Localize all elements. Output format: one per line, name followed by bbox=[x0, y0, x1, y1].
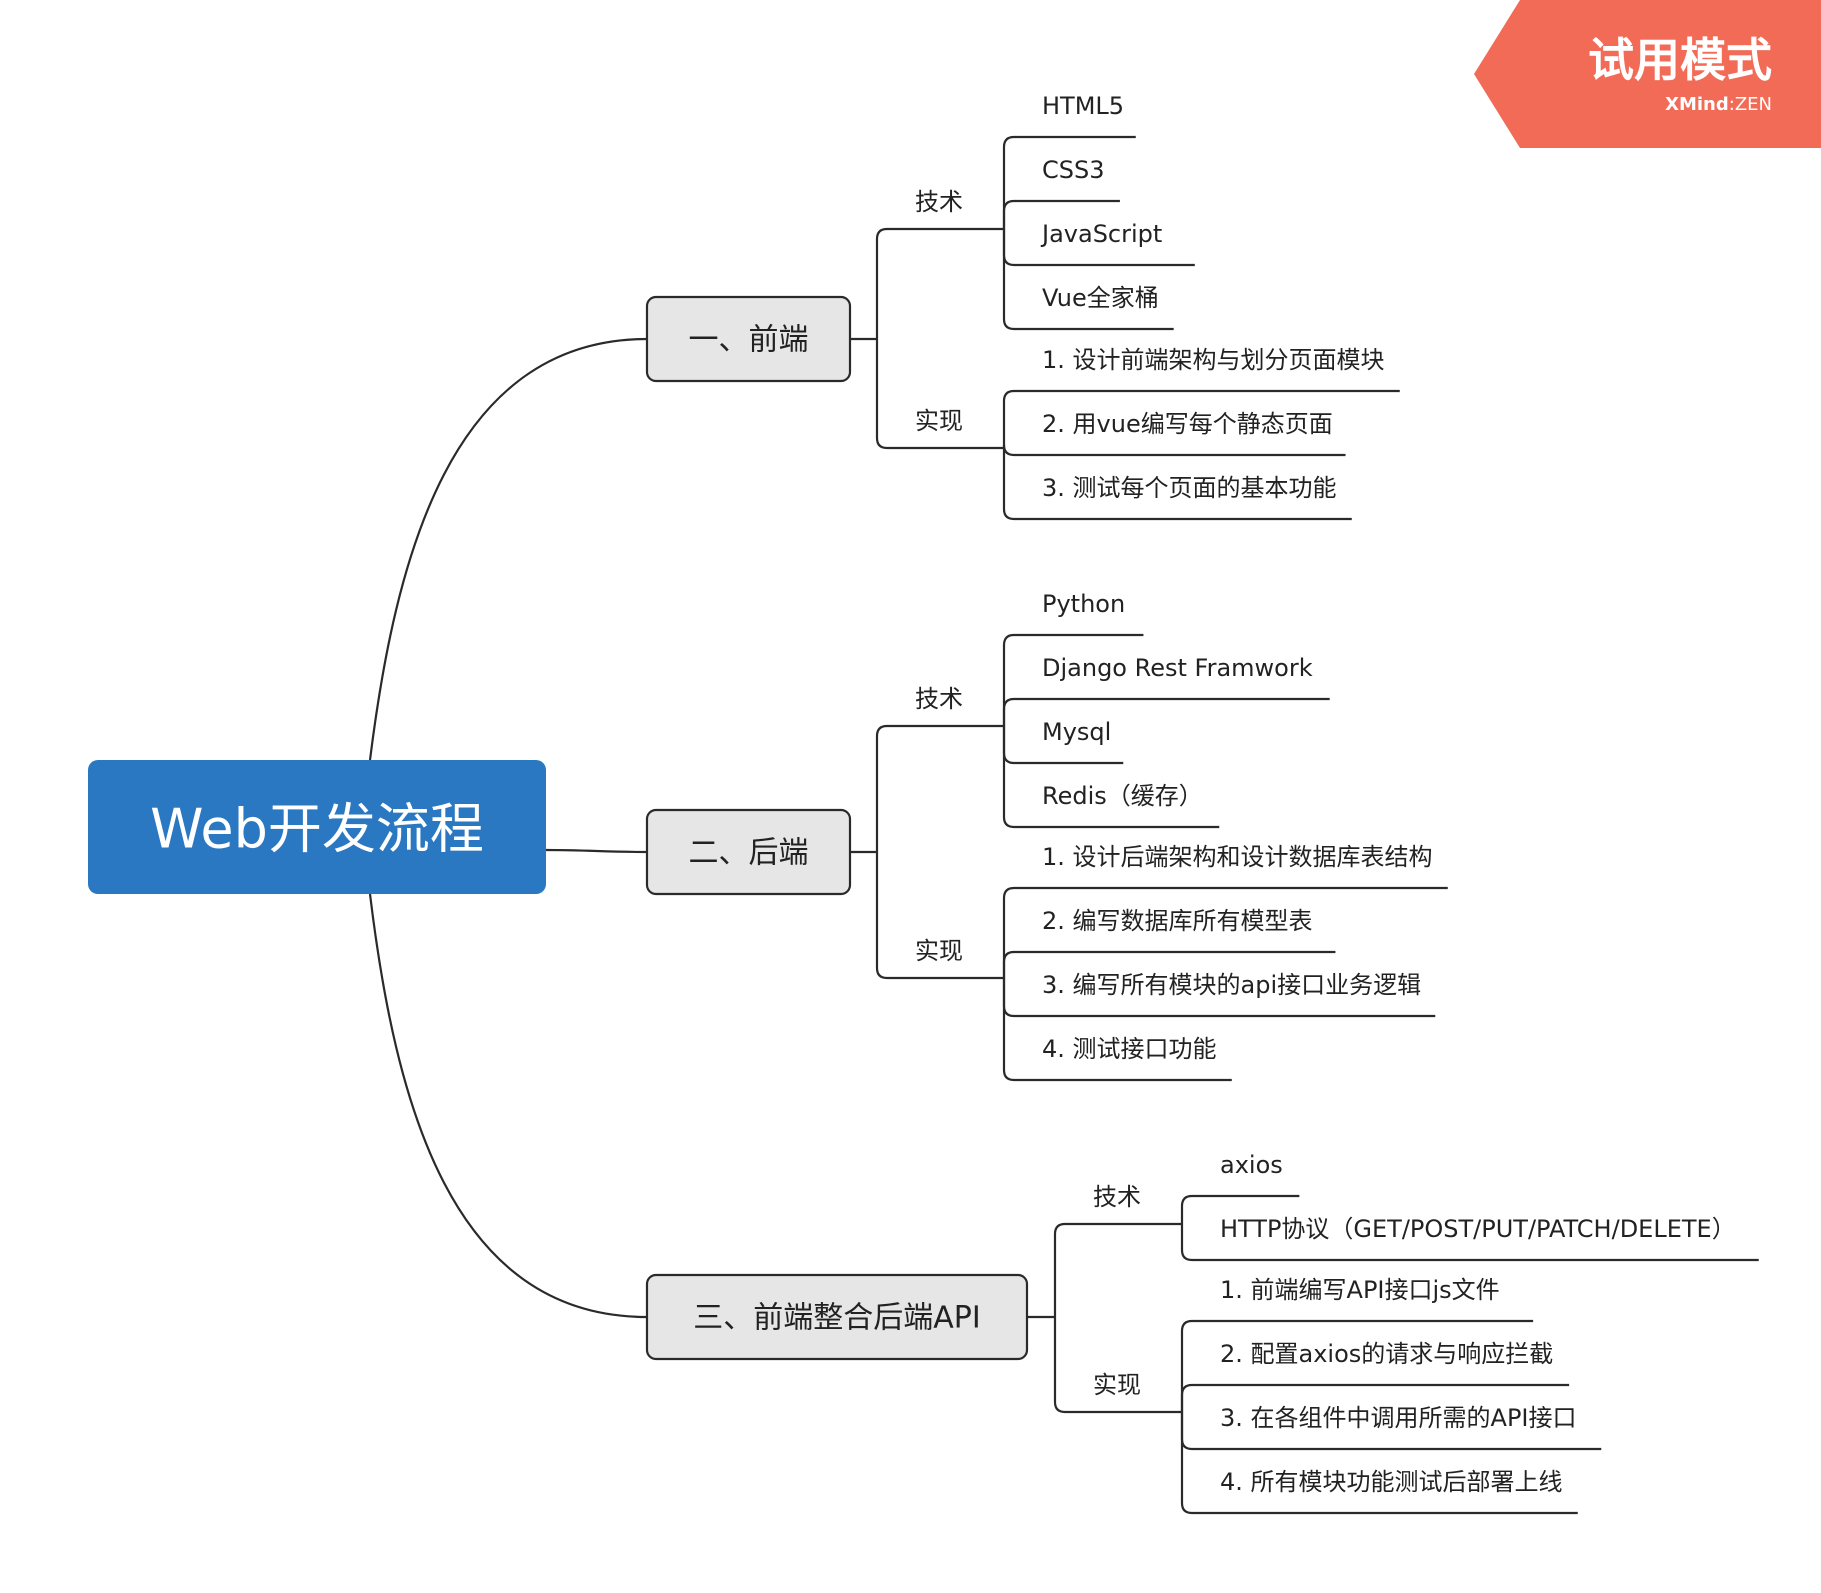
leaf-topic[interactable]: 1. 设计前端架构与划分页面模块 bbox=[1014, 346, 1400, 393]
group-topic[interactable]: 实现 bbox=[1065, 1371, 1181, 1414]
leaf-topic-label: CSS3 bbox=[1042, 156, 1105, 184]
leaf-topic-label: JavaScript bbox=[1040, 220, 1162, 248]
leaf-topic[interactable]: 1. 前端编写API接口js文件 bbox=[1192, 1276, 1534, 1323]
group-to-leaf-line bbox=[1002, 724, 1015, 829]
branch-topic[interactable]: 三、前端整合后端API bbox=[645, 1273, 1029, 1361]
group-to-leaf-line bbox=[1002, 227, 1015, 331]
leaf-topic-label: Mysql bbox=[1042, 718, 1111, 746]
branch-topic-label: 一、前端 bbox=[689, 323, 809, 358]
leaf-topic[interactable]: Django Rest Framwork bbox=[1014, 654, 1330, 701]
root-topic-box bbox=[88, 760, 546, 894]
leaf-topic-label: 2. 配置axios的请求与响应拦截 bbox=[1220, 1340, 1553, 1368]
group-to-leaf-line bbox=[1002, 697, 1015, 728]
group-to-leaf-line bbox=[1002, 976, 1015, 1082]
leaf-topic-label: 3. 在各组件中调用所需的API接口 bbox=[1220, 1404, 1577, 1432]
watermark-brand: XMind:ZEN bbox=[1665, 94, 1772, 115]
leaf-topic-label: 1. 设计后端架构和设计数据库表结构 bbox=[1042, 843, 1433, 871]
leaf-topic-label: 1. 前端编写API接口js文件 bbox=[1220, 1276, 1500, 1304]
group-to-leaf-line bbox=[1180, 1222, 1193, 1262]
topic-nodes: Web开发流程一、前端技术HTML5CSS3JavaScriptVue全家桶实现… bbox=[88, 92, 1759, 1515]
branch-to-group-line bbox=[1053, 1222, 1066, 1317]
group-topic[interactable]: 技术 bbox=[887, 188, 1003, 231]
leaf-topic-label: 4. 测试接口功能 bbox=[1042, 1035, 1217, 1063]
leaf-topic[interactable]: 1. 设计后端架构和设计数据库表结构 bbox=[1014, 843, 1448, 890]
branch-topic-box bbox=[645, 1273, 1029, 1361]
group-topic-label: 技术 bbox=[1093, 1183, 1141, 1211]
root-topic-label: Web开发流程 bbox=[150, 798, 484, 861]
leaf-topic[interactable]: JavaScript bbox=[1014, 220, 1195, 267]
branch-to-group-line bbox=[875, 227, 888, 339]
group-topic-label: 技术 bbox=[915, 188, 963, 216]
leaf-topic-label: HTTP协议（GET/POST/PUT/PATCH/DELETE） bbox=[1220, 1215, 1736, 1243]
group-topic-label: 技术 bbox=[915, 685, 963, 713]
group-topic-label: 实现 bbox=[915, 407, 963, 435]
leaf-topic-label: 3. 测试每个页面的基本功能 bbox=[1042, 474, 1337, 502]
leaf-topic[interactable]: Mysql bbox=[1014, 718, 1124, 765]
group-to-leaf-line bbox=[1002, 389, 1015, 450]
root-to-branch-line bbox=[368, 337, 648, 761]
group-to-leaf-line bbox=[1180, 1383, 1193, 1414]
group-to-leaf-line bbox=[1002, 446, 1015, 521]
leaf-topic-label: Python bbox=[1042, 590, 1125, 618]
group-topic[interactable]: 实现 bbox=[887, 937, 1003, 980]
leaf-topic[interactable]: HTML5 bbox=[1014, 92, 1136, 139]
leaf-topic-label: Django Rest Framwork bbox=[1042, 654, 1313, 682]
trial-watermark: 试用模式 XMind:ZEN bbox=[1474, 0, 1821, 148]
leaf-topic[interactable]: 2. 用vue编写每个静态页面 bbox=[1014, 410, 1346, 457]
watermark-title: 试用模式 bbox=[1588, 33, 1772, 87]
leaf-topic-label: Vue全家桶 bbox=[1042, 284, 1159, 312]
leaf-topic[interactable]: 3. 编写所有模块的api接口业务逻辑 bbox=[1014, 971, 1436, 1018]
branch-to-group-line bbox=[875, 724, 888, 852]
root-to-branch-line bbox=[545, 848, 648, 854]
leaf-topic-label: 4. 所有模块功能测试后部署上线 bbox=[1220, 1468, 1563, 1496]
leaf-topic[interactable]: 4. 所有模块功能测试后部署上线 bbox=[1192, 1468, 1578, 1515]
group-to-leaf-line bbox=[1002, 950, 1015, 980]
group-topic-label: 实现 bbox=[915, 937, 963, 965]
branch-topic[interactable]: 二、后端 bbox=[645, 808, 852, 896]
branch-to-group-line bbox=[1053, 1317, 1066, 1414]
leaf-topic[interactable]: axios bbox=[1192, 1151, 1300, 1198]
leaf-topic[interactable]: 2. 配置axios的请求与响应拦截 bbox=[1192, 1340, 1570, 1387]
leaf-topic-label: Redis（缓存） bbox=[1042, 782, 1203, 810]
leaf-topic-label: 1. 设计前端架构与划分页面模块 bbox=[1042, 346, 1385, 374]
watermark-brand-name: XMind bbox=[1665, 94, 1729, 115]
leaf-topic-label: HTML5 bbox=[1042, 92, 1124, 120]
branch-topic[interactable]: 一、前端 bbox=[645, 295, 852, 383]
watermark-brand-suffix: ZEN bbox=[1735, 94, 1772, 115]
group-topic[interactable]: 实现 bbox=[887, 407, 1003, 450]
watermark-brand-sep: : bbox=[1729, 94, 1735, 115]
leaf-topic[interactable]: 3. 测试每个页面的基本功能 bbox=[1014, 474, 1352, 521]
leaf-topic[interactable]: 3. 在各组件中调用所需的API接口 bbox=[1192, 1404, 1602, 1451]
leaf-topic-label: axios bbox=[1220, 1151, 1283, 1179]
group-topic[interactable]: 技术 bbox=[887, 685, 1003, 728]
leaf-topic-label: 2. 编写数据库所有模型表 bbox=[1042, 907, 1313, 935]
leaf-topic-label: 3. 编写所有模块的api接口业务逻辑 bbox=[1042, 971, 1421, 999]
leaf-topic[interactable]: Vue全家桶 bbox=[1014, 284, 1174, 331]
leaf-topic[interactable]: Python bbox=[1014, 590, 1144, 637]
connector-lines bbox=[368, 135, 1193, 1515]
branch-topic-box bbox=[645, 808, 852, 896]
group-topic-label: 实现 bbox=[1093, 1371, 1141, 1399]
branch-topic-label: 三、前端整合后端API bbox=[693, 1301, 980, 1336]
group-topic[interactable]: 技术 bbox=[1065, 1183, 1181, 1226]
leaf-topic[interactable]: 4. 测试接口功能 bbox=[1014, 1035, 1232, 1082]
leaf-topic[interactable]: HTTP协议（GET/POST/PUT/PATCH/DELETE） bbox=[1192, 1215, 1759, 1262]
root-to-branch-line bbox=[368, 893, 648, 1319]
leaf-topic-label: 2. 用vue编写每个静态页面 bbox=[1042, 410, 1333, 438]
group-to-leaf-line bbox=[1002, 199, 1015, 231]
leaf-topic[interactable]: 2. 编写数据库所有模型表 bbox=[1014, 907, 1336, 954]
root-topic[interactable]: Web开发流程 bbox=[88, 760, 546, 894]
branch-topic-box bbox=[645, 295, 852, 383]
branch-to-group-line bbox=[875, 339, 888, 450]
watermark-badge bbox=[1474, 0, 1821, 148]
group-to-leaf-line bbox=[1180, 1194, 1193, 1226]
leaf-topic[interactable]: CSS3 bbox=[1014, 156, 1120, 203]
branch-topic-label: 二、后端 bbox=[689, 836, 809, 871]
leaf-topic[interactable]: Redis（缓存） bbox=[1014, 782, 1220, 829]
branch-to-group-line bbox=[875, 852, 888, 980]
group-to-leaf-line bbox=[1180, 1410, 1193, 1515]
